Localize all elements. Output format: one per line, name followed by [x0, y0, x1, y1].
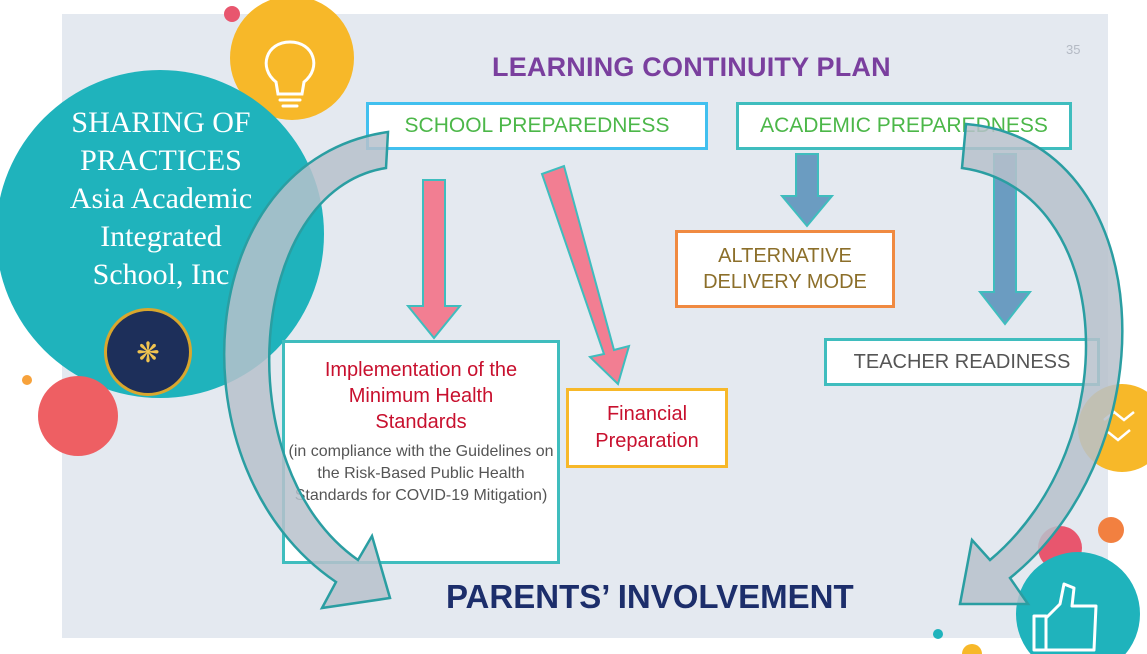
implementation-box: Implementation of the Minimum Health Sta…: [282, 340, 560, 564]
pink-arrow-to-financial: [540, 164, 631, 386]
orange-dot: [22, 375, 32, 385]
financial-line-2: Preparation: [595, 430, 699, 452]
school-preparedness-box: SCHOOL PREPAREDNESS: [366, 102, 708, 150]
red-circle: [38, 376, 118, 456]
sharing-of-practices-label: SHARING OF PRACTICES Asia Academic Integ…: [36, 104, 286, 294]
circle-line-4: Integrated: [100, 220, 222, 253]
blue-arrow-to-alternative: [779, 153, 835, 228]
financial-preparation-box: Financial Preparation: [566, 388, 728, 468]
circle-line-5: School, Inc: [92, 258, 230, 291]
alternative-delivery-mode-box: ALTERNATIVE DELIVERY MODE: [675, 230, 895, 308]
circle-line-3: Asia Academic: [69, 182, 253, 215]
alternative-line-1: ALTERNATIVE: [718, 245, 852, 267]
lightbulb-icon: [264, 40, 316, 108]
alternative-line-2: DELIVERY MODE: [703, 271, 867, 293]
implementation-note: (in compliance with the Guidelines on th…: [288, 443, 554, 504]
thumbs-up-icon: [1032, 582, 1098, 652]
circle-line-2: PRACTICES: [80, 144, 242, 177]
circle-line-1: SHARING OF: [71, 106, 251, 139]
curved-arrow-right: [958, 122, 1124, 606]
implementation-title: Implementation of the Minimum Health Sta…: [324, 359, 518, 433]
yellow-circle: [230, 0, 354, 120]
curved-arrow-left: [222, 130, 392, 610]
parents-involvement-label: PARENTS’ INVOLVEMENT: [446, 578, 854, 615]
financial-line-1: Financial: [606, 403, 688, 425]
yellow-dot-bottom: [962, 644, 982, 654]
slide-title: LEARNING CONTINUITY PLAN: [492, 52, 891, 82]
small-red-dot: [224, 6, 240, 22]
orange-small-circle: [1098, 517, 1124, 543]
pink-arrow-to-implementation: [405, 179, 463, 340]
teacher-readiness-box: TEACHER READINESS: [824, 338, 1100, 386]
teal-dot: [933, 629, 943, 639]
slide-number: 35: [1066, 42, 1081, 57]
school-seal-icon: ❋: [104, 308, 192, 396]
